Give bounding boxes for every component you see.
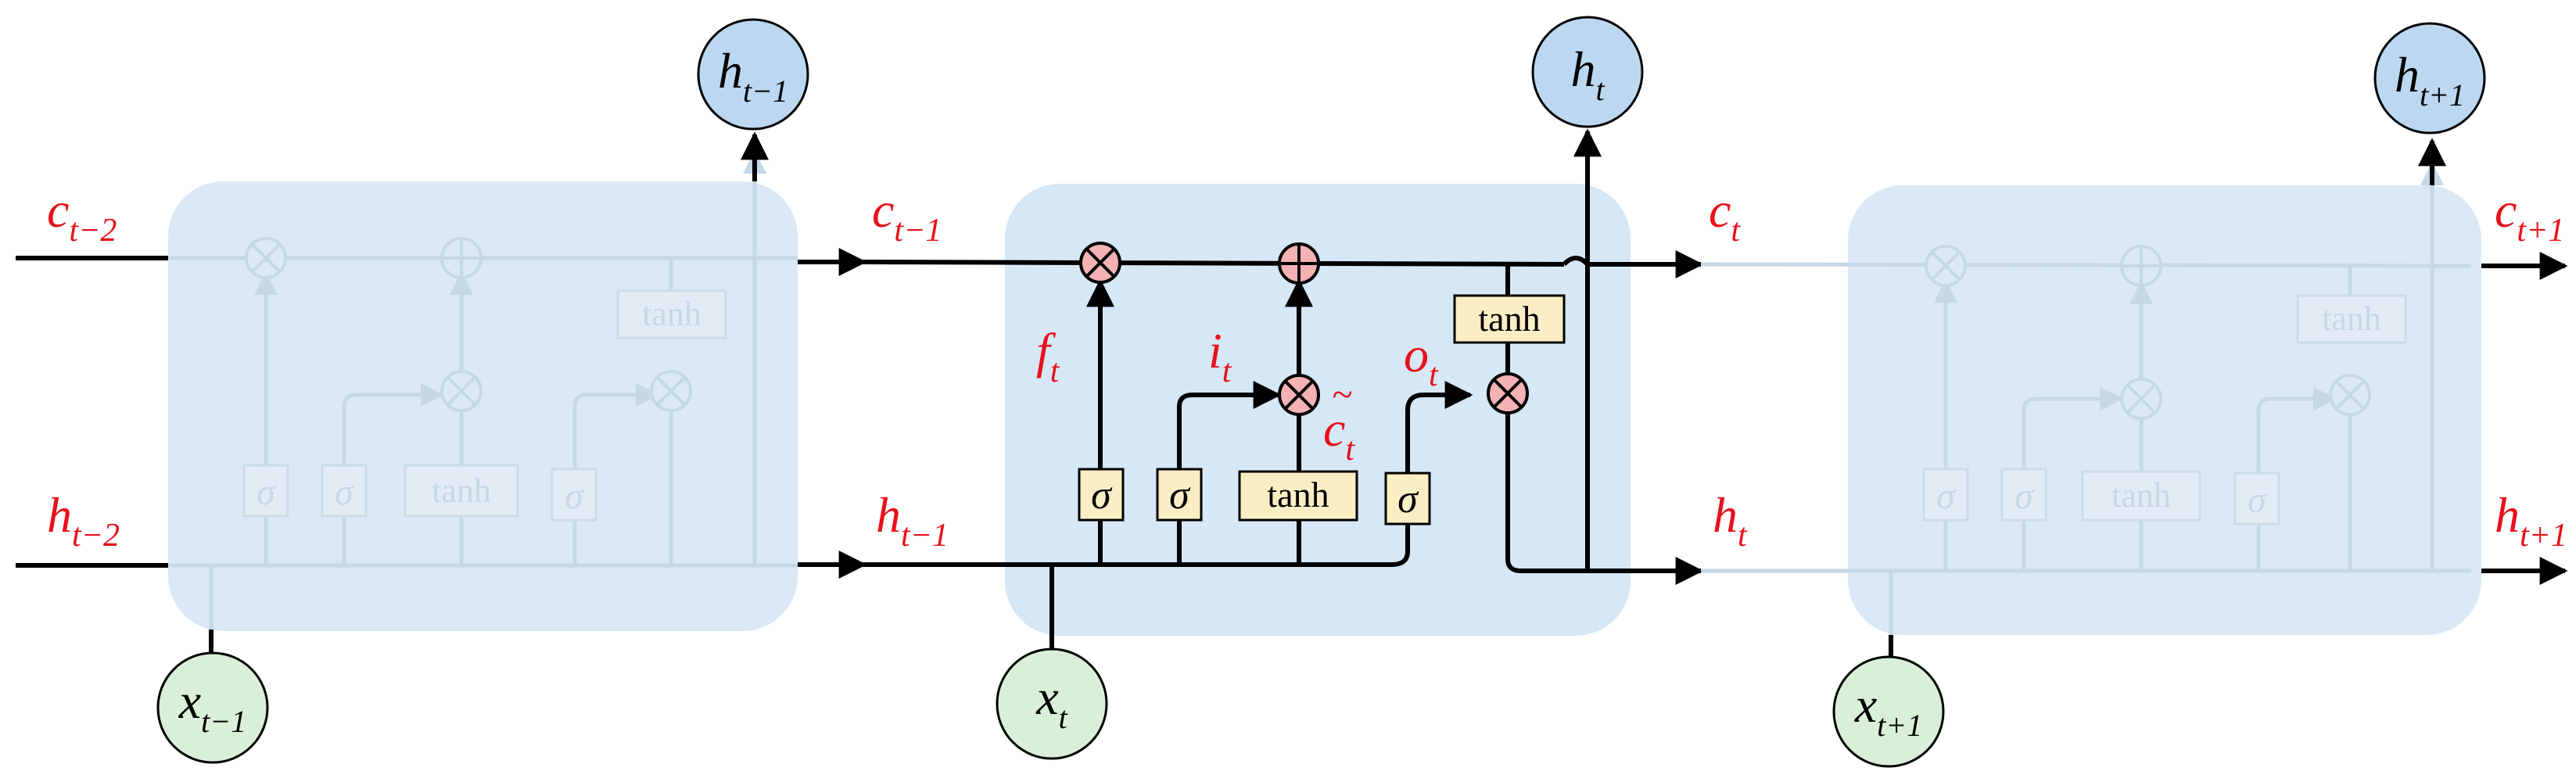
lstm-cell-left: σ σ tanh σ tanh [168,150,798,631]
c-line-mid [863,260,1565,267]
label-c-t: ct [1709,182,1741,249]
node-h-left-text: ht−1 [718,43,788,109]
tanh-faded: tanh [642,295,701,333]
h-output-nodes [697,16,2486,135]
output-sigma-label: σ [1397,477,1419,522]
input-sigma-box [1156,468,1203,522]
forget-sigma-label: σ [1091,473,1113,518]
label-c-tm2: ct−2 [47,182,117,249]
candidate-tanh-box [1238,470,1358,522]
node-x-mid-text: xt [1035,669,1067,735]
output-mult-line [1505,413,1631,573]
sigma-faded: σ [2015,475,2035,517]
x-node-right [1832,655,1945,768]
input-sigma-label: σ [1169,473,1191,518]
sigma-faded: σ [2248,479,2268,521]
node-x-right-text: xt+1 [1854,677,1923,743]
tanh-faded: tanh [432,472,491,510]
node-h-mid-text: ht [1570,41,1605,107]
x-node-left [156,651,269,764]
sigma-faded: σ [335,472,355,513]
label-h-tm1: ht−1 [876,487,949,554]
tanh-faded: tanh [2322,300,2381,338]
input-gate-line [1177,381,1282,565]
node-x-left-text: xt−1 [178,673,247,739]
label-ctilde-t: ct [1323,401,1355,468]
label-h-t: ht [1713,487,1748,554]
sigma-faded: σ [257,472,277,513]
label-h-tm2: ht−2 [47,487,120,554]
h-node-left [697,18,809,131]
h-node-right [2373,22,2486,135]
label-ctilde-mark: ~ [1332,374,1352,415]
label-c-tm1: ct−1 [872,182,942,249]
cell-tanh-box [1453,294,1566,344]
lstm-cell-right: σ σ tanh σ tanh [1700,162,2481,635]
h-node-mid [1531,16,1644,128]
node-h-right-text: ht+1 [2395,47,2465,113]
label-i-t: it [1208,323,1232,389]
output-sigma-box [1384,472,1431,526]
label-h-tp1: ht+1 [2495,487,2567,554]
candidate-tanh-label: tanh [1267,475,1329,515]
x-node-mid [996,647,1108,760]
forget-sigma-box [1078,468,1125,522]
x-input-nodes [156,647,1945,768]
label-c-tp1: ct+1 [2495,182,2564,249]
tanh-faded: tanh [2111,476,2171,515]
gates-middle [1078,294,1566,526]
sigma-faded: σ [565,475,585,517]
main-lines [16,248,2568,585]
label-o-t: ot [1404,327,1439,393]
lstm-cell-middle: σ σ tanh σ tanh [863,128,1631,694]
sigma-faded: σ [1936,475,1957,517]
cell-tanh-label: tanh [1478,299,1540,339]
